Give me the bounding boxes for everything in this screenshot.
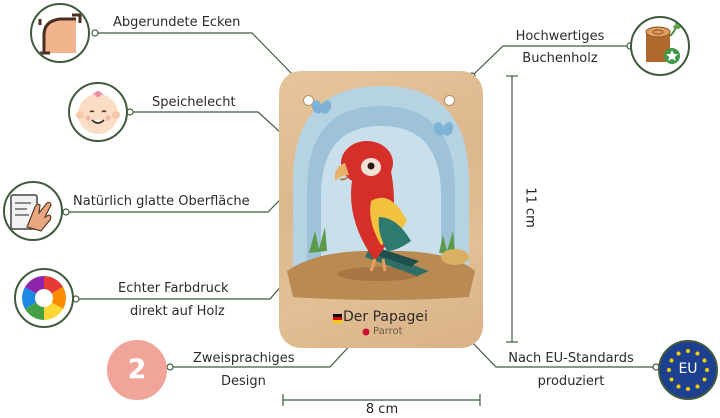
wooden-card: Der Papagei Parrot (279, 71, 483, 348)
bilingual-number: 2 (127, 354, 147, 385)
wood-log-icon (630, 16, 690, 76)
label-bilingual-1: Zweisprachiges (193, 351, 295, 366)
label-color-print-1: Echter Farbdruck (118, 281, 229, 296)
bilingual-badge: 2 (107, 340, 167, 400)
parrot-illustration (287, 86, 475, 336)
hanging-hole-left (303, 95, 314, 106)
hand-wipe-icon (3, 181, 63, 241)
line-beech (471, 45, 630, 77)
card-title-en: Parrot (373, 326, 403, 337)
label-beech-1: Hochwertiges (515, 29, 605, 44)
hanging-hole-right (444, 95, 455, 106)
eu-text: EU (678, 361, 698, 377)
rounded-corner-icon (30, 3, 90, 63)
label-eu-1: Nach EU-Standards (508, 351, 634, 366)
label-eu-2: produziert (537, 374, 605, 389)
line-bilingual (170, 339, 356, 368)
label-bilingual-2: Design (221, 374, 266, 389)
label-saliva-proof: Speichelecht (152, 95, 236, 110)
label-beech-2: Buchenholz (522, 51, 598, 66)
card-title-de: Der Papagei (343, 309, 428, 325)
width-dimension: 8 cm (365, 402, 399, 417)
label-rounded-corners: Abgerundete Ecken (113, 15, 241, 30)
height-dimension: 11 cm (522, 187, 538, 228)
label-color-print-2: direkt auf Holz (130, 304, 225, 319)
eu-flag-icon: EU (658, 340, 718, 400)
line-eu (466, 336, 656, 368)
label-smooth-surface: Natürlich glatte Oberfläche (73, 194, 250, 209)
line-saliva (130, 111, 293, 144)
baby-face-icon (68, 82, 128, 142)
line-rounded-corners (95, 32, 295, 77)
color-wheel-icon (14, 268, 74, 328)
